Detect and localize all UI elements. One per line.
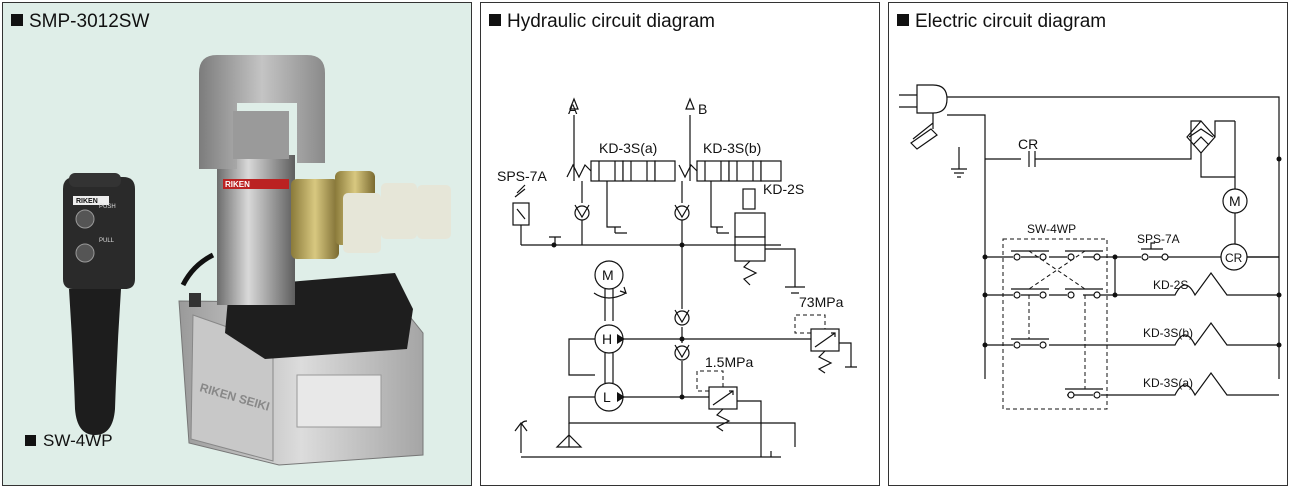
- junction-dot: [1276, 292, 1282, 298]
- pressure-switch-contact-icon: [1115, 242, 1163, 258]
- pump-low-arrow-icon: [617, 392, 625, 402]
- bullet-square-icon: [11, 14, 23, 26]
- electric-circuit-diagram: CR M SW-4WP: [899, 84, 1282, 410]
- junction-dot: [551, 242, 557, 248]
- relay-coil-circle: [1220, 243, 1248, 271]
- check-valve-d-icon: [674, 345, 690, 361]
- solenoid-kd3s-a-label: KD-3S(a): [1143, 376, 1193, 390]
- remote-logo-text: RIKEN: [76, 198, 98, 205]
- relief-valve-1-5mpa-label: 1.5MPa: [705, 354, 753, 370]
- push-button-knob: [75, 209, 95, 229]
- solenoid-kd2s-label: KD-2S: [1153, 278, 1188, 292]
- pump-coupling-shaft: [604, 353, 614, 383]
- pressure-switch-label: SPS-7A: [1137, 232, 1180, 246]
- check-valve-c-seat-icon: [674, 309, 690, 324]
- motor-shaft: [604, 289, 614, 321]
- hydraulic-panel-title: Hydraulic circuit diagram: [489, 11, 715, 33]
- rung-3-line: [985, 321, 1279, 347]
- relief-valve-1-5mpa-symbol: [696, 370, 762, 457]
- relief-valve-73mpa-label: 73MPa: [799, 294, 844, 310]
- valve-kd3s-b-symbol: [678, 160, 782, 182]
- hydraulic-diagram-panel: A B KD-3S(a) KD-3S(b) KD-2S: [480, 2, 880, 486]
- pull-button-label: PULL: [99, 238, 115, 244]
- check-valve-c-icon: [674, 310, 690, 326]
- rectifier-bridge-icon: [1186, 120, 1235, 154]
- valve-kd3s-a-symbol: [566, 160, 676, 182]
- hydraulic-panel-title-text: Hydraulic circuit diagram: [507, 11, 716, 32]
- junction-dot: [982, 292, 988, 298]
- pressure-switch-terminal: [1161, 253, 1169, 261]
- bullet-square-icon: [897, 14, 909, 26]
- plug-cord-icon: [910, 113, 938, 150]
- motor-label: M: [1229, 193, 1241, 209]
- port-a-arrow-icon: [569, 97, 579, 110]
- remote-pendant: RIKEN PUSH PULL: [63, 173, 135, 435]
- relief-valve-73mpa-symbol: [794, 314, 857, 374]
- switch-contacts: [1011, 250, 1103, 399]
- check-valve-a-seat-icon: [574, 204, 590, 219]
- valve-a-tank-icon: [606, 181, 627, 234]
- power-plug-icon: [899, 84, 948, 114]
- junction-dot: [1276, 342, 1282, 348]
- junction-dot: [679, 336, 685, 342]
- valve-kd3s-b-label: KD-3S(b): [703, 140, 761, 156]
- valve-kd3s-a-label: KD-3S(a): [599, 140, 657, 156]
- pressure-switch-terminal: [1141, 253, 1149, 261]
- solenoid-kd3s-b-label: KD-3S(b): [1143, 326, 1193, 340]
- cr-contact-line: [985, 137, 1192, 167]
- switch-box-outline: [1002, 238, 1108, 410]
- electric-diagram-panel: CR M SW-4WP: [888, 2, 1288, 486]
- pressure-switch-symbol: [512, 184, 530, 245]
- tank-label-plate: [296, 374, 382, 428]
- pressure-switch-label: SPS-7A: [497, 168, 547, 184]
- tank-return-line: [514, 420, 781, 458]
- pump-logo-text: RIKEN: [225, 180, 250, 189]
- port-b-arrow-icon: [685, 97, 695, 110]
- check-valve-b-seat-icon: [674, 204, 690, 219]
- valve-kd2s-label: KD-2S: [763, 181, 804, 197]
- valve-drop-lines: [581, 181, 683, 245]
- pump-high-label: H: [602, 331, 612, 347]
- rectifier-output-lines: [1200, 121, 1236, 189]
- electric-panel-title: Electric circuit diagram: [897, 11, 1106, 33]
- motor-rotation-arrow-icon: [593, 286, 627, 299]
- remote-caption: SW-4WP: [43, 431, 113, 450]
- relay-coil-label: CR: [1225, 251, 1243, 265]
- check-valve-d-seat-icon: [674, 344, 690, 359]
- remote-logo-plate: [73, 196, 109, 205]
- hydraulic-circuit-diagram: A B KD-3S(a) KD-3S(b) KD-2S: [497, 97, 857, 458]
- product-photo-illustration: RIKEN PUSH PULL RIKEN SEIKI RIKEN: [25, 55, 451, 466]
- switch-box-label: SW-4WP: [1027, 222, 1076, 236]
- pump-high-arrow-icon: [617, 334, 625, 344]
- rung-2-line: [985, 271, 1279, 297]
- ground-icon: [951, 147, 967, 178]
- bullet-square-icon: [489, 14, 501, 26]
- pump-low-label: L: [603, 389, 611, 405]
- motor-circle: [594, 260, 624, 290]
- electric-panel-title-text: Electric circuit diagram: [915, 11, 1107, 32]
- junction-dot: [982, 254, 988, 260]
- port-b-label: B: [698, 101, 707, 117]
- junction-dot: [1276, 156, 1282, 162]
- strainer-icon: [555, 423, 583, 448]
- pull-button-knob: [75, 243, 95, 263]
- relay-contact-label: CR: [1018, 136, 1038, 152]
- motor-label: M: [602, 267, 614, 283]
- product-photo-panel: SMP-3012SW RIKEN PUSH PULL RIKEN SEIKI: [2, 2, 472, 486]
- photo-panel-title: SMP-3012SW: [11, 11, 149, 33]
- push-button-label: PUSH: [99, 204, 116, 210]
- junction-dot: [679, 394, 685, 400]
- rectifier-diode-icon: [1188, 128, 1214, 146]
- port-a-label: A: [568, 101, 578, 117]
- valve-kd2s-symbol: [734, 188, 805, 294]
- valve-b-tank-icon: [710, 181, 729, 234]
- photo-panel-title-text: SMP-3012SW: [29, 11, 150, 32]
- junction-dot: [982, 342, 988, 348]
- remote-caption-bullet-icon: [25, 435, 36, 446]
- pump-unit: RIKEN SEIKI RIKEN: [178, 55, 451, 466]
- main-power-lines: [947, 96, 1280, 379]
